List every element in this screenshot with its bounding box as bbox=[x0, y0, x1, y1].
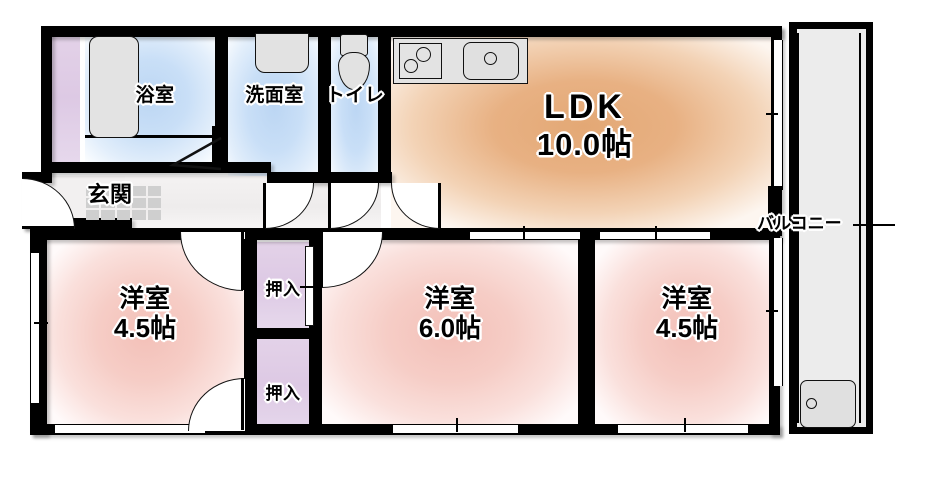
outdoor-unit-dot-icon bbox=[806, 398, 817, 409]
label-balcony-leader-line bbox=[853, 224, 895, 226]
label-bedroom1-name: 洋室 bbox=[119, 285, 171, 313]
label-washroom: 洗面室 bbox=[245, 85, 304, 106]
window-tick-bedroom3-bottom bbox=[684, 418, 686, 432]
wall-corridor-bottom bbox=[30, 228, 490, 240]
window-tick-bedroom2-bottom bbox=[456, 418, 458, 432]
entrance-tile-floor-icon bbox=[86, 186, 161, 220]
door-bath-folding-icon[interactable] bbox=[165, 132, 223, 172]
wall-bedroom2-bedroom3 bbox=[578, 232, 595, 435]
wall-left-upper bbox=[41, 26, 52, 173]
room-fill-balcony bbox=[795, 28, 867, 430]
window-ldk-balcony bbox=[773, 40, 783, 190]
label-bedroom3-name: 洋室 bbox=[661, 285, 713, 313]
label-bedroom2-name: 洋室 bbox=[424, 285, 476, 313]
stove-burner-small-icon bbox=[404, 59, 418, 73]
toilet-bowl-icon bbox=[338, 52, 370, 90]
label-ldk-size: 10.0帖 bbox=[536, 127, 634, 163]
wash-basin-icon bbox=[255, 33, 309, 73]
room-fill-bedroom2 bbox=[322, 240, 578, 435]
label-closet-lower: 押入 bbox=[265, 384, 301, 403]
balcony-rail-line-inner bbox=[797, 33, 799, 423]
wall-toilet-ldk bbox=[378, 26, 391, 183]
window-tick-ldk bbox=[766, 113, 778, 115]
stove-burner-large-icon bbox=[416, 47, 431, 62]
wall-washroom-toilet bbox=[318, 26, 331, 183]
window-tick-bedroom3 bbox=[766, 310, 778, 312]
door-washroom-leaf[interactable] bbox=[263, 183, 266, 228]
room-fill-closet-lower bbox=[257, 338, 309, 433]
window-tick-bedroom3-top bbox=[655, 226, 657, 239]
room-fill-bedroom3 bbox=[595, 240, 780, 435]
wall-top-left bbox=[41, 26, 388, 37]
label-balcony: バルコニー bbox=[757, 214, 842, 233]
wall-balcony-pier bbox=[768, 186, 782, 236]
wall-closet-split bbox=[252, 328, 314, 339]
label-genkan: 玄関 bbox=[87, 182, 133, 207]
wall-balcony-outer bbox=[866, 22, 873, 434]
wall-top-ldk bbox=[384, 26, 782, 37]
label-bath: 浴室 bbox=[135, 85, 175, 106]
bathtub-icon bbox=[89, 36, 139, 138]
window-bedroom3-balcony bbox=[773, 238, 783, 386]
label-ldk: LDK 10.0帖 bbox=[500, 88, 670, 163]
label-bedroom1: 洋室 4.5帖 bbox=[85, 285, 205, 343]
window-bedroom2-bottom bbox=[393, 424, 518, 434]
door-bedroom2-leaf[interactable] bbox=[320, 232, 323, 287]
room-fill-closet-upper bbox=[257, 242, 309, 328]
label-bedroom3-size: 4.5帖 bbox=[655, 313, 719, 343]
window-bedroom1-bottom bbox=[55, 424, 205, 434]
window-tick-bedroom1 bbox=[34, 322, 48, 324]
door-closet-lower-leaf[interactable] bbox=[241, 378, 244, 430]
wall-balcony-top bbox=[789, 22, 873, 29]
wall-wetblock-bottom bbox=[41, 162, 271, 173]
wall-balcony-bottom bbox=[789, 427, 873, 434]
sink-drain-icon bbox=[484, 52, 497, 65]
label-bedroom3: 洋室 4.5帖 bbox=[627, 285, 747, 343]
wall-balcony-inner bbox=[789, 22, 797, 434]
door-ldk-leaf[interactable] bbox=[438, 183, 441, 228]
balcony-rail-line-outer bbox=[859, 33, 861, 423]
door-bedroom1-leaf[interactable] bbox=[241, 232, 244, 290]
label-bedroom1-size: 4.5帖 bbox=[113, 313, 177, 343]
label-bedroom2: 洋室 6.0帖 bbox=[390, 285, 510, 343]
closet-upper-tick bbox=[300, 286, 317, 288]
window-bedroom3-bottom bbox=[618, 424, 748, 434]
wall-bath-ledge bbox=[85, 135, 215, 138]
label-ldk-name: LDK bbox=[544, 88, 626, 126]
door-entrance-leaf[interactable] bbox=[22, 226, 74, 229]
label-closet-upper: 押入 bbox=[265, 280, 301, 299]
room-fill-left-closet bbox=[49, 33, 80, 162]
window-bedroom1-left bbox=[30, 253, 40, 403]
window-bedroom2-top bbox=[470, 231, 580, 240]
wall-bedroom1-closet bbox=[244, 232, 257, 435]
wall-genkan-top bbox=[22, 172, 52, 183]
door-toilet-leaf[interactable] bbox=[328, 183, 331, 228]
label-bedroom2-size: 6.0帖 bbox=[418, 313, 482, 343]
window-tick-bedroom2-top bbox=[523, 226, 525, 239]
wall-genkan-bottom bbox=[22, 218, 132, 229]
door-bath-leaf[interactable] bbox=[212, 126, 215, 170]
label-toilet: トイレ bbox=[325, 85, 385, 106]
wall-bath-washroom bbox=[215, 26, 228, 173]
